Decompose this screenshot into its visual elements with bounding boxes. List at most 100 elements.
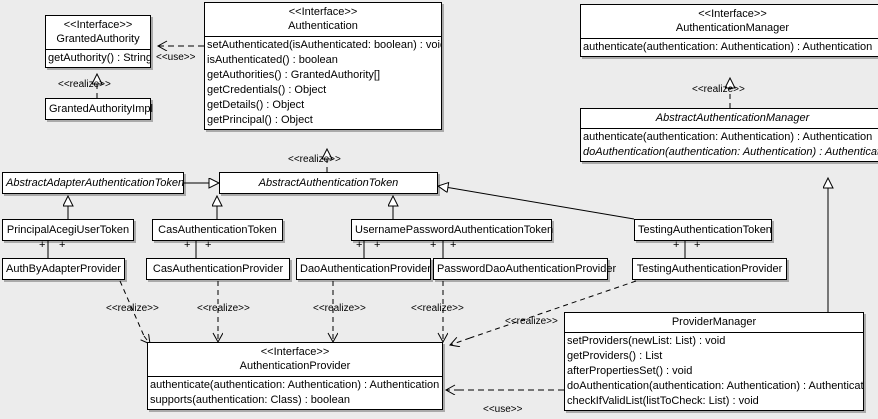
association-plus-mark: + xyxy=(356,239,363,251)
class-abstract-authentication-manager[interactable]: AbstractAuthenticationManager authentica… xyxy=(580,108,878,162)
class-principal-acegi-user-token[interactable]: PrincipalAcegiUserToken xyxy=(2,219,134,241)
class-provider-manager[interactable]: ProviderManager setProviders(newList: Li… xyxy=(564,312,864,411)
class-name: TestingAuthenticationProvider xyxy=(636,263,783,275)
edge-label-realize-authentication: <<realize>> xyxy=(288,154,341,165)
association-plus-mark: + xyxy=(39,239,46,251)
association-plus-mark: + xyxy=(430,239,437,251)
class-header: PasswordDaoAuthenticationProvider xyxy=(434,259,617,279)
class-header: AbstractAuthenticationToken xyxy=(220,173,437,193)
edge-label-realize-auth-by-adapter: <<realize>> xyxy=(106,303,159,314)
class-header: CasAuthenticationProvider xyxy=(147,259,289,279)
class-header: PrincipalAcegiUserToken xyxy=(3,220,133,240)
class-header: CasAuthenticationToken xyxy=(153,220,282,240)
edge-label-realize-authentication-manager: <<realize>> xyxy=(692,84,745,95)
class-members: setProviders(newList: List) : void getPr… xyxy=(565,333,863,410)
association-plus-mark: + xyxy=(694,239,701,251)
association-plus-mark: + xyxy=(205,239,212,251)
class-name: AbstractAdapterAuthenticationToken xyxy=(6,177,185,189)
class-name: ProviderManager xyxy=(671,316,757,328)
stereotype-label: <<Interface>> xyxy=(698,8,767,20)
class-header: <<Interface>> Authentication xyxy=(205,3,441,37)
association-plus-mark: + xyxy=(374,239,381,251)
class-name: GrantedAuthorityImpl xyxy=(49,103,153,115)
class-header: TestingAuthenticationProvider xyxy=(633,259,786,279)
class-name: UsernamePasswordAuthenticationToken xyxy=(355,224,554,236)
association-plus-mark: + xyxy=(59,239,66,251)
member-row: getPrincipal() : Object xyxy=(207,114,313,126)
class-header: DaoAuthenticationProvider xyxy=(297,259,431,279)
member-row: getAuthorities() : GrantedAuthority[] xyxy=(207,69,381,81)
class-username-password-authentication-token[interactable]: UsernamePasswordAuthenticationToken xyxy=(351,219,554,241)
class-name: CasAuthenticationProvider xyxy=(152,263,284,275)
stereotype-label: <<Interface>> xyxy=(288,6,358,18)
class-name: DaoAuthenticationProvider xyxy=(300,263,431,275)
class-header: AuthByAdapterProvider xyxy=(3,259,124,279)
member-row: authenticate(authentication: Authenticat… xyxy=(150,379,440,391)
class-cas-authentication-provider[interactable]: CasAuthenticationProvider xyxy=(146,258,290,280)
association-plus-mark: + xyxy=(184,239,191,251)
stereotype-label: <<Interface>> xyxy=(260,346,330,358)
member-row: doAuthentication(authentication: Authent… xyxy=(567,380,863,392)
class-header: <<Interface>> GrantedAuthority xyxy=(46,16,150,50)
member-row: authenticate(authentication: Authenticat… xyxy=(583,131,873,143)
association-plus-mark: + xyxy=(673,239,680,251)
class-members: authenticate(authentication: Authenticat… xyxy=(581,39,878,56)
class-granted-authority-impl[interactable]: GrantedAuthorityImpl xyxy=(45,98,153,120)
class-name: AbstractAuthenticationManager xyxy=(655,112,810,124)
class-name: Authentication xyxy=(288,20,358,32)
class-members: authenticate(authentication: Authenticat… xyxy=(148,377,442,409)
class-abstract-authentication-token[interactable]: AbstractAuthenticationToken xyxy=(219,172,438,194)
class-name: PasswordDaoAuthenticationProvider xyxy=(437,263,617,275)
member-row: isAuthenticated() : boolean xyxy=(207,54,338,66)
class-testing-authentication-token[interactable]: TestingAuthenticationToken xyxy=(634,219,772,241)
member-row: getAuthority() : String xyxy=(48,52,150,64)
edge-label-realize-cas-provider: <<realize>> xyxy=(197,303,250,314)
class-header: GrantedAuthorityImpl xyxy=(46,99,153,119)
class-name: AuthenticationManager xyxy=(675,22,790,34)
class-members: setAuthenticated(isAuthenticated: boolea… xyxy=(205,37,441,129)
class-header: <<Interface>> AuthenticationProvider xyxy=(148,343,442,377)
member-row: getProviders() : List xyxy=(567,350,663,362)
member-row: checkIfValidList(listToCheck: List) : vo… xyxy=(567,395,759,407)
class-name: GrantedAuthority xyxy=(56,33,140,45)
class-header: ProviderManager xyxy=(565,313,863,333)
class-name: PrincipalAcegiUserToken xyxy=(6,224,130,236)
class-authentication[interactable]: <<Interface>> Authentication setAuthenti… xyxy=(204,2,442,130)
class-testing-authentication-provider[interactable]: TestingAuthenticationProvider xyxy=(632,258,787,280)
class-dao-authentication-provider[interactable]: DaoAuthenticationProvider xyxy=(296,258,431,280)
class-cas-authentication-token[interactable]: CasAuthenticationToken xyxy=(152,219,283,241)
class-abstract-adapter-authentication-token[interactable]: AbstractAdapterAuthenticationToken xyxy=(2,172,184,194)
class-header: <<Interface>> AuthenticationManager xyxy=(581,5,878,39)
class-authentication-manager[interactable]: <<Interface>> AuthenticationManager auth… xyxy=(580,4,878,57)
member-row: authenticate(authentication: Authenticat… xyxy=(583,41,873,53)
class-name: CasAuthenticationToken xyxy=(158,224,277,236)
member-row: getCredentials() : Object xyxy=(207,84,327,96)
class-members: getAuthority() : String xyxy=(46,50,150,67)
class-authentication-provider[interactable]: <<Interface>> AuthenticationProvider aut… xyxy=(147,342,443,410)
edge-label-realize-dao-provider: <<realize>> xyxy=(313,303,366,314)
member-row: setProviders(newList: List) : void xyxy=(567,335,726,347)
class-granted-authority[interactable]: <<Interface>> GrantedAuthority getAuthor… xyxy=(45,15,151,68)
class-members: authenticate(authentication: Authenticat… xyxy=(581,129,878,161)
association-plus-mark: + xyxy=(450,239,457,251)
member-row: afterPropertiesSet() : void xyxy=(567,365,693,377)
edge-label-realize-testing-provider: <<realize>> xyxy=(505,316,558,327)
edge-label-realize-password-dao-provider: <<realize>> xyxy=(411,303,464,314)
member-row: supports(authentication: Class) : boolea… xyxy=(150,394,350,406)
class-name: TestingAuthenticationToken xyxy=(638,224,772,236)
class-name: AuthByAdapterProvider xyxy=(6,263,121,275)
class-password-dao-authentication-provider[interactable]: PasswordDaoAuthenticationProvider xyxy=(433,258,617,280)
edge-label-use-granted-authority: <<use>> xyxy=(156,52,196,63)
class-name: AbstractAuthenticationToken xyxy=(258,177,399,189)
class-header: TestingAuthenticationToken xyxy=(635,220,772,240)
member-row: doAuthentication(authentication: Authent… xyxy=(583,146,878,158)
edge-label-use-provider-manager: <<use>> xyxy=(483,404,523,415)
class-header: UsernamePasswordAuthenticationToken xyxy=(352,220,554,240)
class-header: AbstractAuthenticationManager xyxy=(581,109,878,129)
edge-label-realize-granted-authority: <<realize>> xyxy=(58,79,111,90)
class-header: AbstractAdapterAuthenticationToken xyxy=(3,173,185,193)
class-name: AuthenticationProvider xyxy=(239,360,351,372)
stereotype-label: <<Interface>> xyxy=(63,19,133,31)
class-auth-by-adapter-provider[interactable]: AuthByAdapterProvider xyxy=(2,258,125,280)
